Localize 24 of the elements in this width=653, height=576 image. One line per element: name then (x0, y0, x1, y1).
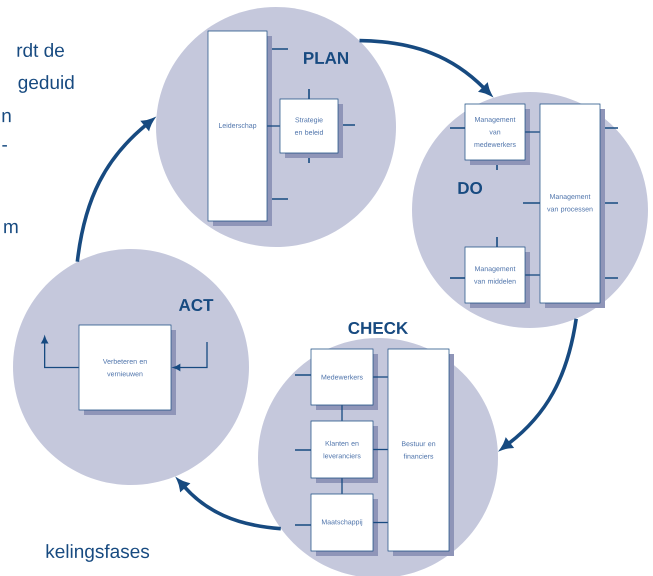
phase-heading: DO (458, 182, 482, 194)
cycle-arrow (177, 478, 281, 530)
connector-line (341, 405, 343, 421)
connector-line (267, 125, 280, 127)
body-text: n (2, 112, 11, 122)
cycle-arrow (500, 318, 578, 450)
cycle-arrow (359, 38, 492, 96)
phase-heading: ACT (178, 298, 214, 312)
flow-arrow (41, 336, 79, 368)
connector-line (525, 131, 540, 133)
connector-line (373, 376, 388, 378)
body-text: - (2, 145, 7, 147)
cycle-arrow (76, 118, 154, 262)
connector-line (525, 274, 540, 276)
connector-line (373, 448, 388, 450)
body-text: geduid (18, 75, 74, 93)
connector-line (341, 478, 343, 494)
connector-line (373, 522, 388, 524)
body-text: rdt de (17, 43, 64, 57)
body-text: m (4, 222, 18, 234)
body-text: kelingsfases (46, 544, 150, 562)
phase-heading: CHECK (348, 322, 408, 334)
flow-arrow (172, 342, 208, 371)
phase-heading: PLAN (304, 52, 348, 64)
